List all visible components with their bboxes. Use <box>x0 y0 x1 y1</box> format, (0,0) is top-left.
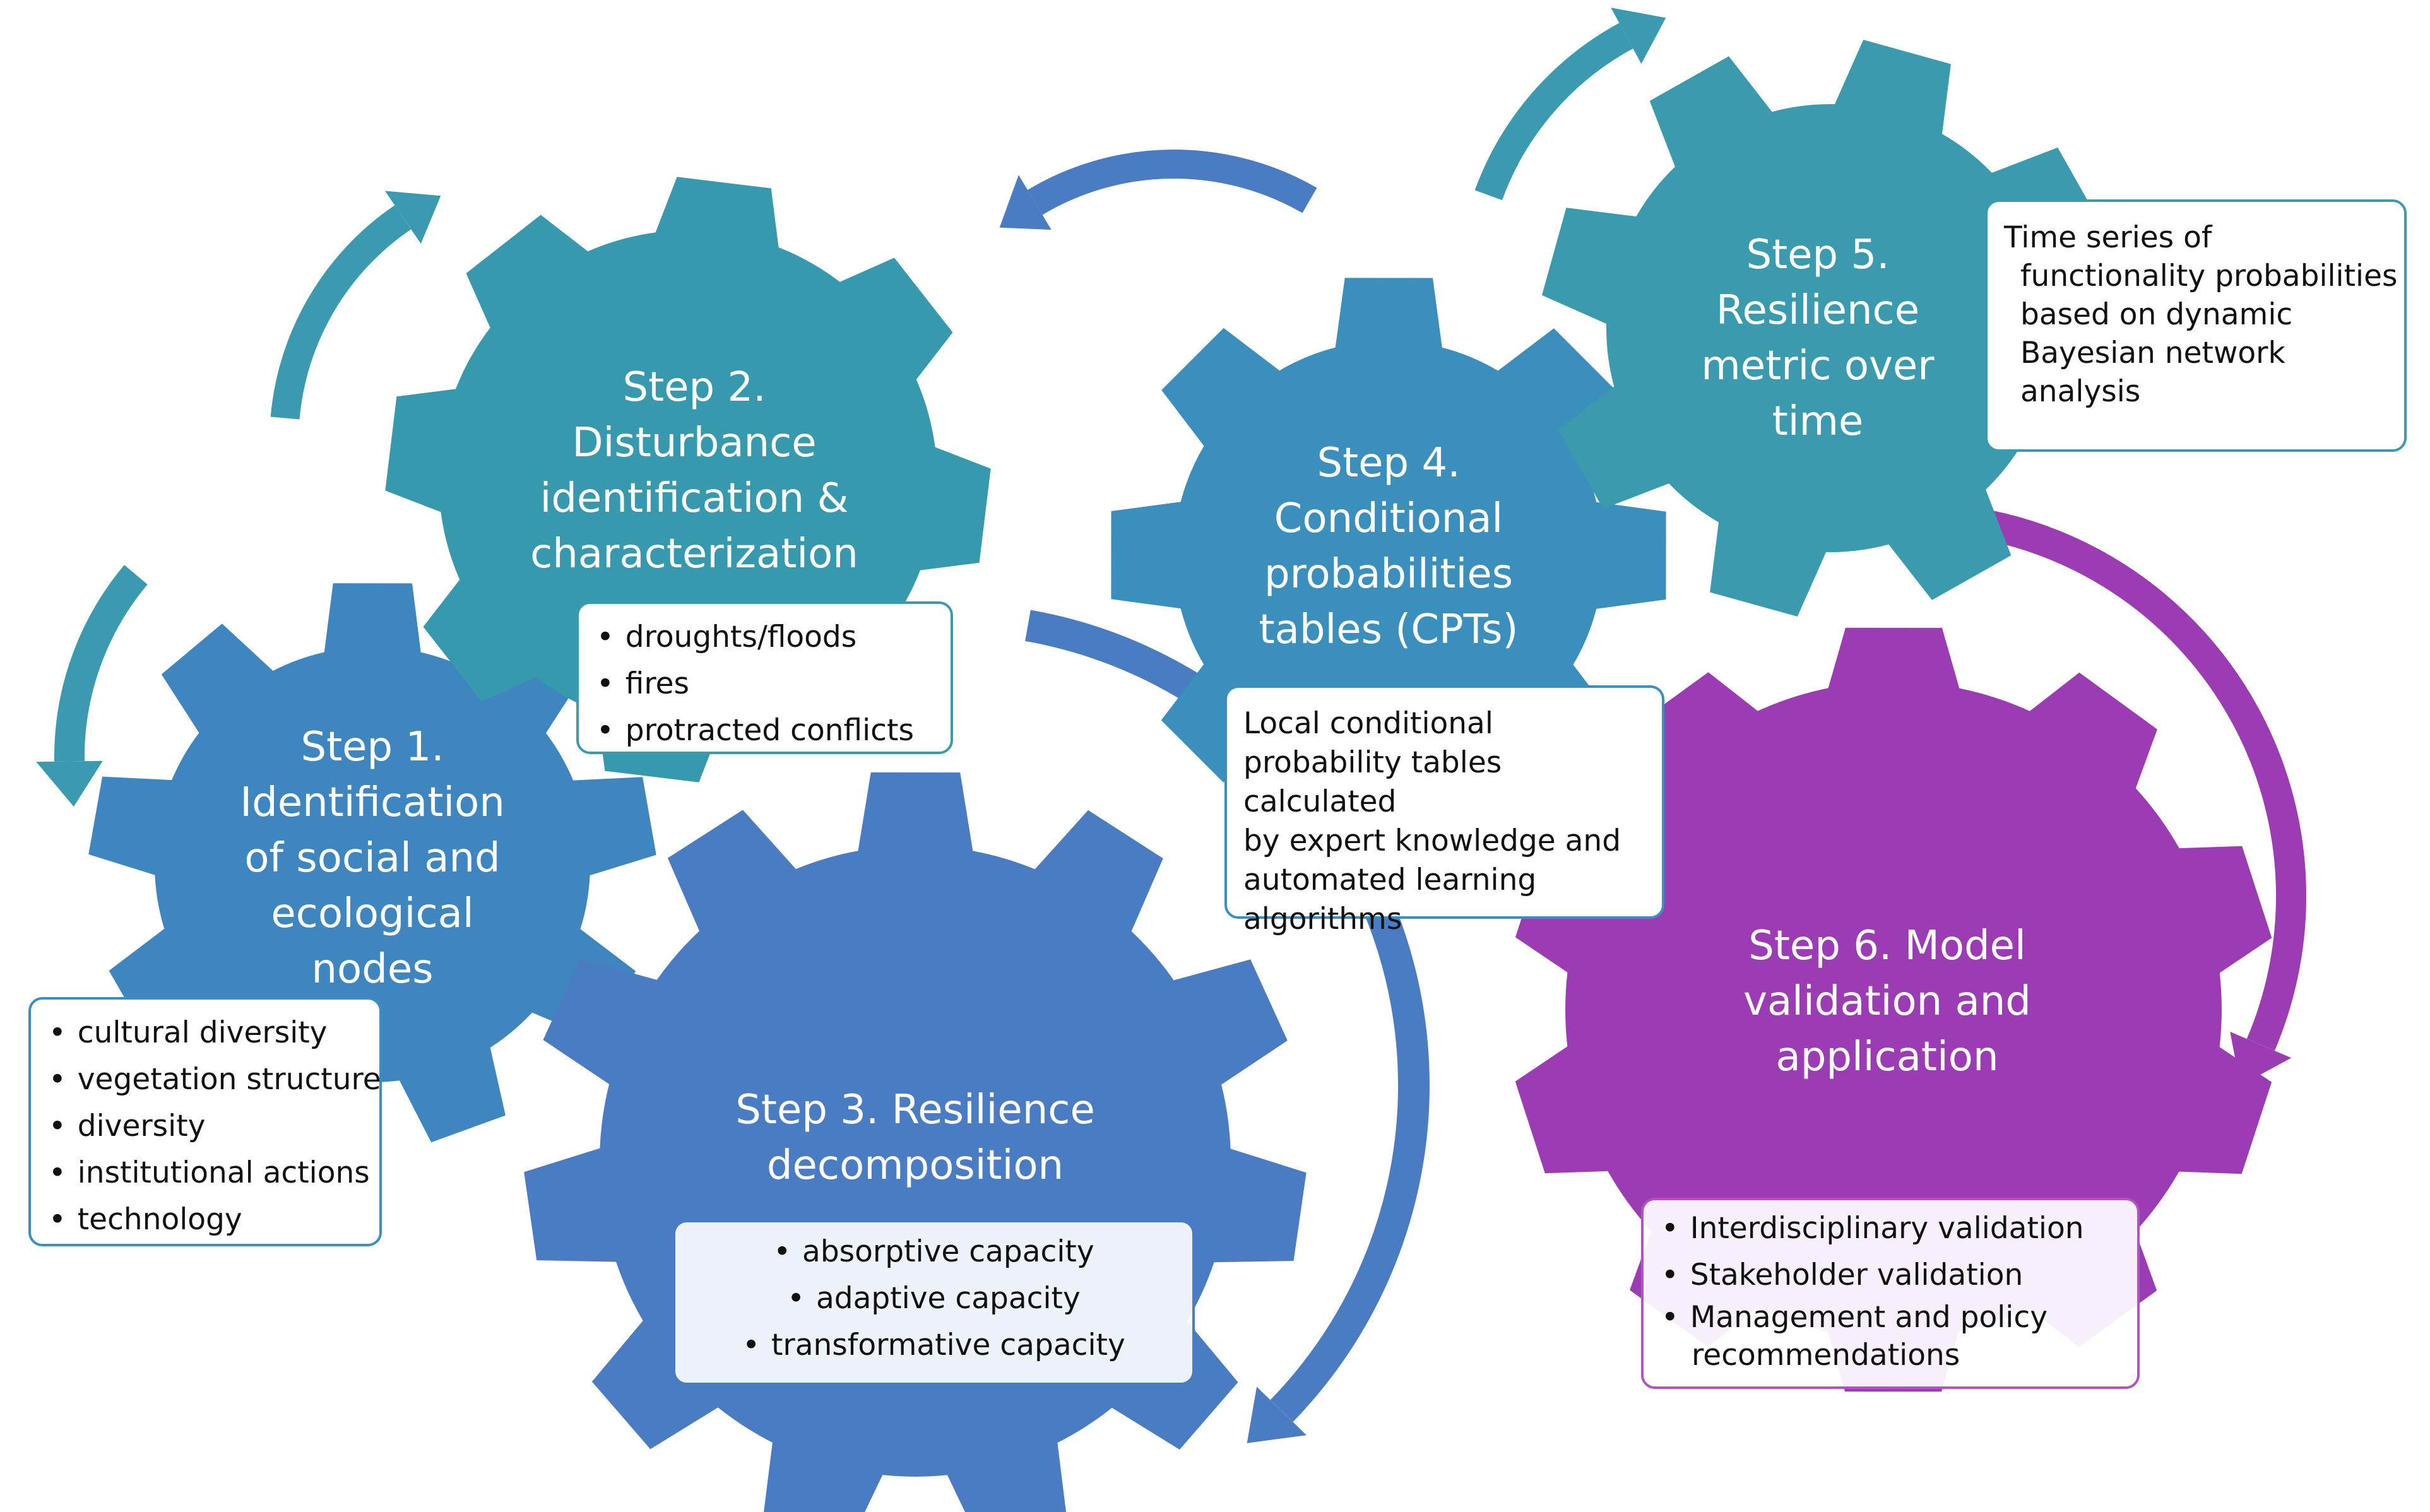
step4-card: Local conditional probability tables cal… <box>1224 685 1664 936</box>
step1-list: cultural diversity vegetation structure … <box>49 1010 381 1243</box>
list-item: Management and policy recommendations <box>1661 1299 2119 1374</box>
step5-description-line: Bayesian network <box>2020 336 2285 370</box>
step2-title: Step 2. Disturbance identification & cha… <box>530 364 858 577</box>
step5-description-line: based on dynamic <box>2020 297 2293 332</box>
step5-description-line: analysis <box>2020 374 2141 409</box>
list-item: Stakeholder validation <box>1661 1252 2119 1299</box>
step1-title: Step 1. Identification of social and eco… <box>240 724 505 993</box>
step3-list: absorptive capacity adaptive capacity tr… <box>693 1229 1175 1369</box>
step2-card: droughts/floods fires protracted conflic… <box>576 601 953 754</box>
list-item: protracted conflicts <box>596 707 933 754</box>
list-item: diversity <box>49 1103 362 1150</box>
step5-gear <box>1542 40 2119 617</box>
arrow-step4-cycle <box>999 150 1317 230</box>
arrow-step2-cycle <box>270 191 441 420</box>
step5-description-line: Time series of <box>2004 220 2212 255</box>
arrow-step5-cycle <box>1474 8 1666 201</box>
list-item: transformative capacity <box>693 1322 1175 1369</box>
list-item: institutional actions <box>49 1150 370 1196</box>
step5-title: Step 5. Resilience metric over time <box>1701 232 1935 445</box>
arrow-step3-cycle <box>1025 610 1430 1443</box>
step4-description: Local conditional probability tables cal… <box>1243 706 1621 936</box>
step3-card: absorptive capacity adaptive capacity tr… <box>673 1220 1195 1385</box>
list-item: droughts/floods <box>596 614 933 661</box>
list-item: cultural diversity <box>49 1010 362 1056</box>
step1-card: cultural diversity vegetation structure … <box>28 997 382 1246</box>
arrow-step1-cycle <box>36 565 148 807</box>
list-item: Interdisciplinary validation <box>1661 1205 2119 1252</box>
list-item: adaptive capacity <box>693 1275 1175 1322</box>
list-item: vegetation structure <box>49 1056 381 1103</box>
list-item: absorptive capacity <box>693 1229 1175 1275</box>
step5-description-line: functionality probabilities <box>2020 259 2398 293</box>
step6-list: Interdisciplinary validation Stakeholder… <box>1661 1205 2119 1374</box>
step3-title: Step 3. Resilience decomposition <box>735 1087 1095 1189</box>
list-item: fires <box>596 661 933 707</box>
step4-title: Step 4. Conditional probabilities tables… <box>1259 440 1519 653</box>
list-item: technology <box>49 1196 362 1243</box>
step6-card: Interdisciplinary validation Stakeholder… <box>1641 1198 2140 1389</box>
step6-title: Step 6. Model validation and application <box>1743 923 2031 1080</box>
step2-list: droughts/floods fires protracted conflic… <box>596 614 933 754</box>
step5-card: Time series of functionality probabiliti… <box>1985 199 2407 452</box>
